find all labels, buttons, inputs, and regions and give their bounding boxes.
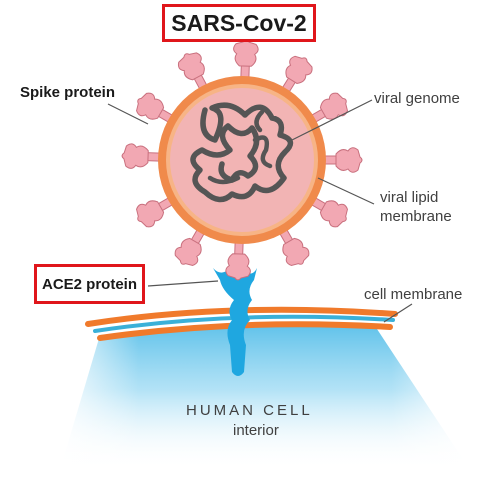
- spike-protein: [177, 52, 210, 94]
- leader-lines: [107, 99, 413, 323]
- ace2-receptor: [213, 268, 257, 376]
- spike-protein: [319, 147, 363, 173]
- title-box: SARS-Cov-2: [162, 4, 316, 42]
- viral-genome-label: viral genome: [374, 90, 460, 107]
- spike-protein: [233, 39, 259, 83]
- genome-leader-line: [291, 99, 373, 141]
- viral-lipid-label-line1: viral lipid: [380, 189, 439, 206]
- spike-protein-label: Spike protein: [20, 84, 116, 101]
- human-cell-label: HUMAN CELL: [186, 402, 313, 419]
- spike-protein: [121, 143, 165, 169]
- spike-protein: [136, 92, 178, 126]
- ace2-leader-line: [147, 280, 219, 287]
- spike-leader-line: [107, 103, 149, 125]
- diagram-title: SARS-Cov-2: [171, 9, 307, 36]
- interior-label: interior: [233, 422, 279, 439]
- spike-protein: [225, 237, 251, 281]
- cell-interior-fade: [55, 320, 475, 475]
- viral-genome: [190, 102, 294, 203]
- viral-genome-coil: [207, 109, 273, 185]
- ace2-box: ACE2 protein: [34, 264, 145, 304]
- viral-lipid-label-line2: membrane: [380, 208, 452, 225]
- ace2-label: ACE2 protein: [41, 275, 137, 293]
- cell-membrane-leader-line: [383, 303, 413, 323]
- lipid-leader-line: [317, 177, 375, 205]
- cell-membrane-label: cell membrane: [364, 286, 463, 303]
